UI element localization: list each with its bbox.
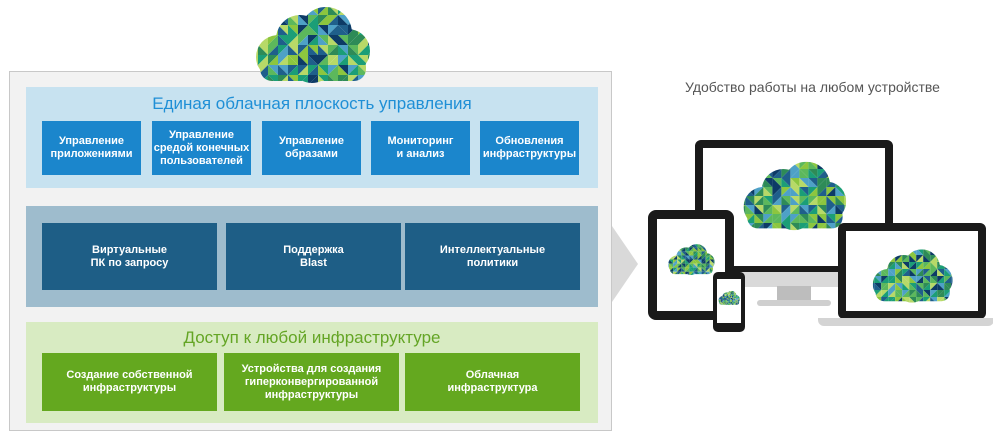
- monitor-cloud-icon: [743, 161, 847, 231]
- blast-support-box: Поддержка Blast: [226, 223, 401, 290]
- cloud-infrastructure-box: Облачная инфраструктура: [405, 353, 580, 411]
- infrastructure-access-title: Доступ к любой инфраструктуре: [183, 328, 441, 347]
- arrow-right-icon: [612, 226, 638, 302]
- management-plane-band: Единая облачная плоскость управления Упр…: [26, 87, 598, 188]
- virtual-desktops-box: Виртуальные ПК по запросу: [42, 223, 217, 290]
- desktop-services-band: Виртуальные ПК по запросу Поддержка Blas…: [26, 206, 598, 307]
- monitoring-analytics-box: Мониторинг и анализ: [371, 121, 470, 175]
- phone-icon: [713, 272, 745, 332]
- phone-cloud-icon: [718, 290, 740, 306]
- app-management-box: Управление приложениями: [42, 121, 141, 175]
- monitor-stand: [777, 286, 811, 302]
- own-infrastructure-box: Создание собственной инфраструктуры: [42, 353, 217, 411]
- infrastructure-updates-box: Обновления инфраструктуры: [480, 121, 579, 175]
- devices-caption: Удобство работы на любом устройстве: [685, 79, 940, 95]
- laptop-base: [818, 318, 993, 326]
- smart-policies-box: Интеллектуальные политики: [405, 223, 580, 290]
- infrastructure-access-band: Доступ к любой инфраструктуре Создание с…: [26, 322, 598, 423]
- cloud-icon: [256, 7, 370, 83]
- management-plane-title: Единая облачная плоскость управления: [152, 94, 472, 113]
- monitor-base: [757, 300, 831, 306]
- laptop-cloud-icon: [872, 249, 953, 303]
- hyperconverged-appliances-box: Устройства для создания гиперконвергиров…: [224, 353, 399, 411]
- user-environment-management-box: Управление средой конечных пользователей: [152, 121, 251, 175]
- image-management-box: Управление образами: [262, 121, 361, 175]
- tablet-cloud-icon: [668, 244, 715, 275]
